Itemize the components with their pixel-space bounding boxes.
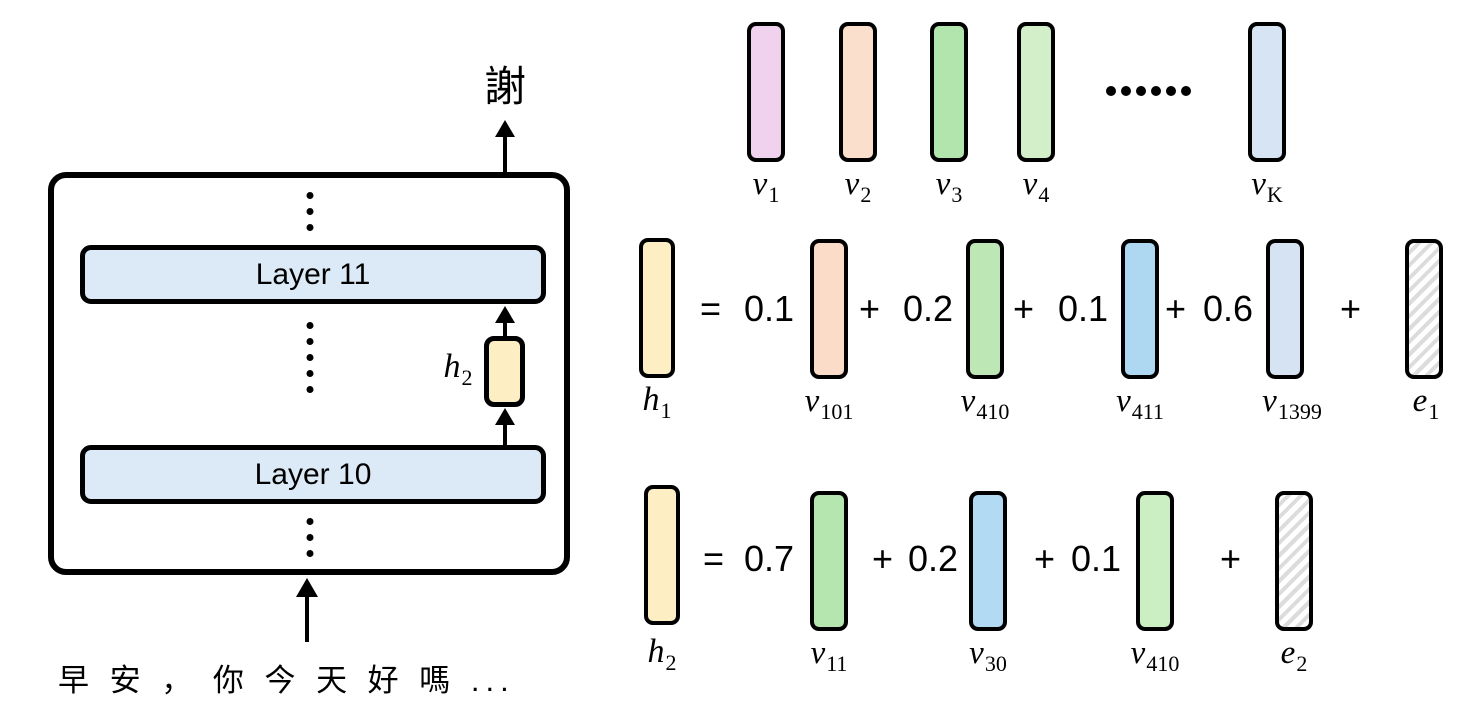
equals-sign: =	[700, 288, 722, 329]
hidden-state-label: h2	[443, 348, 473, 390]
layer-11-label: Layer 11	[255, 257, 371, 291]
vector-bar-v101	[810, 239, 848, 379]
vector-bar-v1399	[1266, 239, 1304, 379]
vertical-ellipsis	[306, 322, 314, 393]
vector-label-vK: vK	[1251, 166, 1283, 207]
vertical-ellipsis	[306, 518, 314, 557]
vector-bar-vK	[1248, 22, 1286, 162]
residual-label-e2: e2	[1280, 635, 1308, 676]
vector-bar-v30	[969, 491, 1007, 631]
equals-sign: =	[703, 538, 725, 579]
vector-bar-v410	[966, 239, 1004, 379]
vector-label-v3: v3	[935, 166, 963, 207]
vector-label-v4: v4	[1022, 166, 1050, 207]
plus-sign: +	[1013, 288, 1035, 329]
plus-sign: +	[1165, 288, 1187, 329]
residual-bar-e2	[1275, 491, 1313, 631]
horizontal-ellipsis-icon	[1106, 86, 1191, 96]
h1-bar	[639, 238, 675, 378]
coefficient: 0.7	[744, 538, 795, 579]
residual-label-e1: e1	[1412, 383, 1440, 424]
vector-label-v30: v30	[969, 635, 1007, 676]
vertical-ellipsis	[306, 192, 314, 231]
output-token-label: 謝	[483, 63, 527, 110]
coefficient: 0.2	[908, 538, 959, 579]
vector-bar-v3	[930, 22, 968, 162]
layer-10-label: Layer 10	[254, 457, 372, 491]
vector-label-v410-2: v410	[1130, 635, 1180, 676]
coefficient: 0.2	[903, 288, 954, 329]
vector-label-v411: v411	[1116, 383, 1164, 424]
vector-bar-v1	[747, 22, 785, 162]
vector-bar-v11	[810, 491, 848, 631]
coefficient: 0.1	[1071, 538, 1122, 579]
residual-bar-e1	[1405, 239, 1443, 379]
vector-bar-v2	[839, 22, 877, 162]
plus-sign: +	[872, 538, 894, 579]
layer-11-box: Layer 11	[80, 245, 546, 304]
coefficient: 0.6	[1203, 288, 1254, 329]
coefficient: 0.1	[744, 288, 795, 329]
hidden-state-box	[484, 336, 525, 407]
vector-label-v2: v2	[844, 166, 872, 207]
plus-sign: +	[1220, 538, 1242, 579]
plus-sign: +	[1034, 538, 1056, 579]
vector-bar-v411	[1121, 239, 1159, 379]
h2-label: h2	[647, 633, 677, 675]
input-sentence: 早 安 ， 你 今 天 好 嗎 ...	[58, 663, 515, 698]
plus-sign: +	[859, 288, 881, 329]
vector-label-v101: v101	[804, 383, 854, 424]
vector-bar-v410b	[1136, 491, 1174, 631]
layer-10-box: Layer 10	[80, 445, 546, 504]
vector-label-v1399: v1399	[1262, 383, 1322, 424]
h1-label: h1	[642, 381, 672, 423]
coefficient: 0.1	[1058, 288, 1109, 329]
vector-label-v410: v410	[960, 383, 1010, 424]
h2-bar	[644, 485, 680, 625]
plus-sign: +	[1340, 288, 1362, 329]
vector-label-v11: v11	[810, 635, 848, 676]
vector-label-v1: v1	[752, 166, 780, 207]
vector-bar-v4	[1017, 22, 1055, 162]
